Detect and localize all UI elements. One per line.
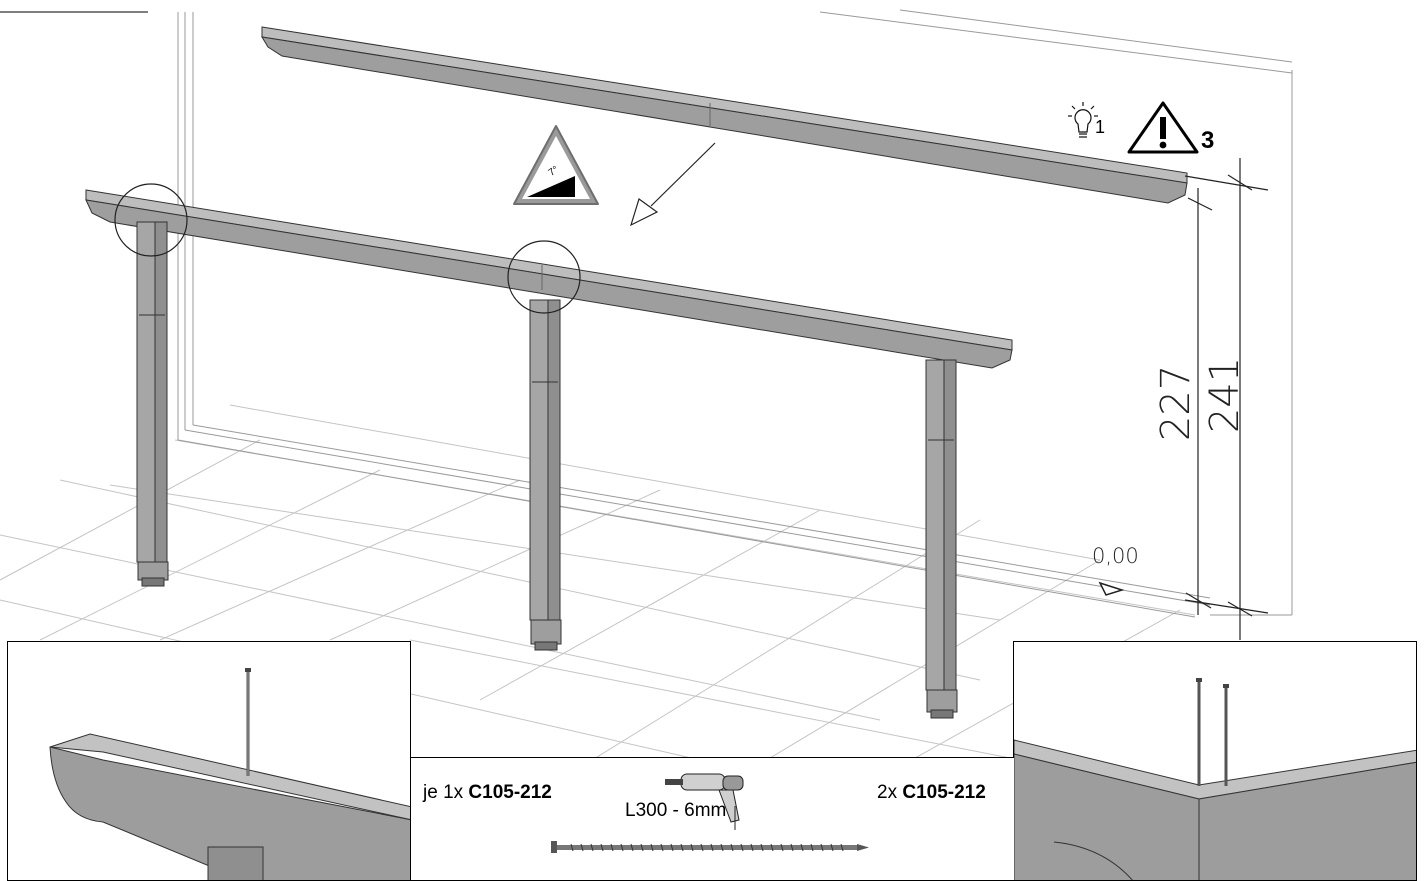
post-left — [136, 221, 169, 587]
long-screw-icon — [551, 841, 869, 853]
lightbulb-icon — [1068, 102, 1098, 138]
left-callout-part: C105-212 — [468, 782, 552, 803]
power-drill-icon — [665, 773, 744, 830]
back-beam — [261, 26, 1188, 204]
warning-icon — [1127, 101, 1199, 154]
detail-circle-left — [114, 183, 188, 257]
detail-circle-middle — [507, 240, 581, 314]
fastener-panel: je 1x C105-212 2x C105-212 L300 - 6mm — [411, 757, 1014, 881]
slope-warning-icon — [513, 125, 599, 205]
front-beam — [85, 189, 1013, 369]
right-screw-callout: 2x C105-212 — [877, 782, 986, 804]
dimension-241: 241 — [1202, 356, 1249, 434]
right-callout-prefix: 2x — [877, 782, 898, 803]
movement-arrow — [630, 142, 716, 227]
dimension-227: 227 — [1153, 364, 1200, 442]
dimension-lines — [1184, 158, 1269, 640]
warning-number: 3 — [1201, 127, 1215, 154]
floor-level-label: 0,00 — [1092, 544, 1139, 568]
post-middle — [529, 299, 562, 651]
post-right — [925, 359, 958, 719]
drill-spec: L300 - 6mm — [625, 800, 727, 821]
right-callout-part: C105-212 — [902, 782, 986, 803]
right-beam-detail — [1014, 642, 1416, 880]
detail-panel-right — [1013, 641, 1417, 881]
left-screw-callout: je 1x C105-212 — [423, 782, 552, 804]
tip-number: 1 — [1095, 117, 1106, 137]
detail-panel-left — [7, 641, 411, 881]
left-beam-detail — [8, 642, 410, 880]
left-callout-prefix: je 1x — [423, 782, 464, 803]
level-marker-icon — [1098, 581, 1125, 596]
